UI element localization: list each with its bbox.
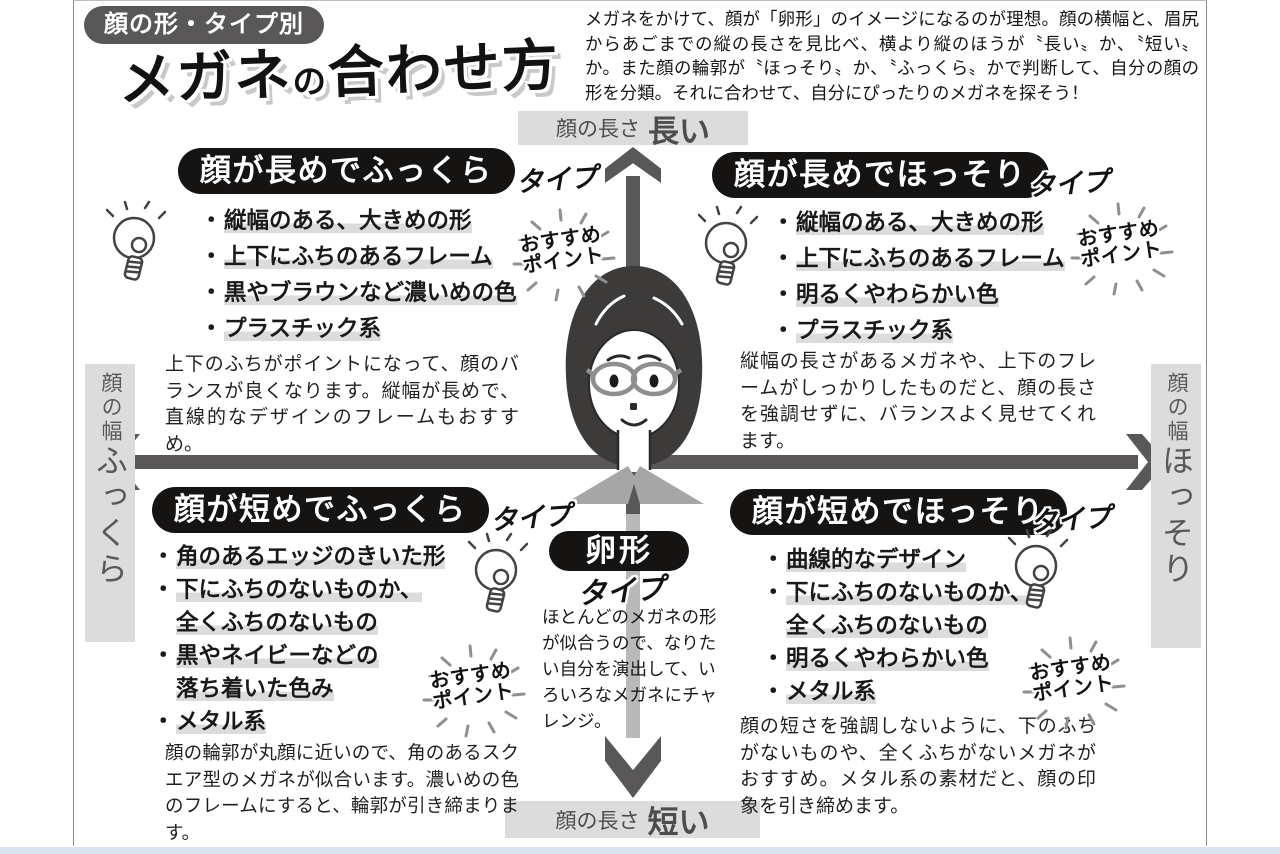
bullet-marker: ・ (152, 643, 175, 668)
bullet-text: 黒やブラウンなど濃いめの色 (224, 280, 517, 305)
recommend-points-badge: おすすめポイント (1064, 198, 1176, 302)
recommend-points-badge: おすすめポイント (1016, 632, 1128, 736)
list-item: ・下にふちのないものか、 全くふちのないもの (152, 573, 474, 639)
lightbulb-idea-icon (105, 200, 167, 281)
sparkle-burst-icon (1022, 636, 1126, 730)
bullet-marker: ・ (200, 208, 223, 233)
list-item: ・プラスチック系 (772, 313, 1082, 349)
bullet-marker: ・ (152, 577, 175, 602)
glasses-icon (585, 361, 683, 397)
bullet-text: 上下にふちのあるフレーム (796, 246, 1065, 271)
bullet-text: メタル系 (786, 679, 877, 704)
axis-label-value: 短い (647, 805, 710, 840)
axis-label-face-width-plump: 顔の幅 ふっくら (85, 364, 135, 642)
quadrant-title-long-plump: 顔が長めでふっくら (178, 148, 515, 194)
list-item: ・プラスチック系 (200, 311, 548, 347)
sparkle-burst-icon (512, 208, 616, 302)
type-suffix-label: タイプ (515, 162, 599, 198)
axis-label-prefix: 顔の長さ (555, 809, 640, 833)
list-item: ・明るくやわらかい色 (762, 642, 1062, 675)
woman-with-glasses-illustration (564, 266, 704, 504)
bullet-marker: ・ (762, 679, 785, 704)
axis-label-face-width-slim: 顔の幅 ほっそり (1151, 364, 1201, 648)
bullet-text: 上下にふちのあるフレーム (224, 244, 493, 269)
bullet-marker: ・ (772, 210, 795, 235)
bullet-text: 黒やネイビーなどの 落ち着いた色み (176, 643, 379, 701)
bullet-marker: ・ (762, 580, 785, 605)
page-title: メガネの合わせ方 (117, 20, 561, 116)
quadrant-title-short-plump: 顔が短めでふっくら (152, 487, 489, 533)
title-part2: 合わせ方 (326, 33, 561, 105)
bullet-list-short-plump: ・角のあるエッジのきいた形 ・下にふちのないものか、 全くふちのないもの ・黒や… (152, 540, 474, 738)
bullet-marker: ・ (762, 646, 785, 671)
bullet-text: メタル系 (176, 709, 267, 734)
lightbulb-idea-icon (1007, 528, 1069, 609)
list-item: ・メタル系 (762, 675, 1062, 708)
description-long-plump: 上下のふちがポイントになって、顔のバランスが良くなります。縦幅が長めで、直線的な… (165, 354, 519, 455)
bullet-list-long-plump: ・縦幅のある、大きめの形 ・上下にふちのあるフレーム ・黒やブラウンなど濃いめの… (200, 203, 548, 347)
bullet-marker: ・ (772, 246, 795, 271)
bullet-marker: ・ (772, 318, 795, 343)
description-short-plump: 顔の輪郭が丸顔に近いので、角のあるスクエア型のメガネが似合います。濃いめの色のフ… (165, 742, 519, 843)
bullet-marker: ・ (762, 547, 785, 572)
egg-type-pill: 卵形 (549, 531, 689, 571)
list-item: ・メタル系 (152, 705, 474, 738)
egg-type-description: ほとんどのメガネの形が似合うので、なりたい自分を演出して、いろいろなメガネにチャ… (542, 607, 717, 731)
bullet-text: プラスチック系 (224, 316, 382, 341)
bullet-list-short-slim: ・曲線的なデザイン ・下にふちのないものか、 全くふちのないもの ・明るくやわら… (762, 543, 1062, 708)
bullet-text: 明るくやわらかい色 (796, 282, 999, 307)
bullet-text: 角のあるエッジのきいた形 (176, 544, 446, 569)
list-item: ・下にふちのないものか、 全くふちのないもの (762, 576, 1062, 642)
intro-paragraph: メガネをかけて、顔が「卵形」のイメージになるのが理想。顔の横幅と、眉尻からあごま… (585, 9, 1199, 103)
content-frame (73, 0, 1207, 846)
lightbulb-idea-icon (467, 532, 529, 613)
axis-label-value: ふっくら (92, 444, 128, 588)
bullet-text: 縦幅のある、大きめの形 (224, 208, 472, 233)
sparkle-burst-icon (1070, 202, 1174, 296)
list-item: ・黒やブラウンなど濃いめの色 (200, 275, 548, 311)
list-item: ・明るくやわらかい色 (772, 277, 1082, 313)
bullet-marker: ・ (772, 282, 795, 307)
quadrant-title-long-slim: 顔が長めでほっそり (712, 152, 1049, 198)
list-item: ・黒やネイビーなどの 落ち着いた色み (152, 639, 474, 705)
axis-label-prefix: 顔の幅 (1165, 372, 1188, 444)
header-badge: 顔の形・タイプ別 (84, 6, 324, 44)
list-item: ・曲線的なデザイン (762, 543, 1062, 576)
bullet-marker: ・ (200, 316, 223, 341)
quadrant-title-short-slim: 顔が短めでほっそり (730, 489, 1067, 535)
description-long-slim: 縦幅の長さがあるメガネや、上下のフレームがしっかりしたものだと、顔の長さを強調せ… (740, 351, 1096, 452)
bullet-text: 下にふちのないものか、 全くふちのないもの (786, 580, 1033, 638)
axis-label-value: 長い (648, 113, 710, 149)
bullet-text: プラスチック系 (796, 318, 954, 343)
list-item: ・上下にふちのあるフレーム (772, 241, 1082, 277)
sparkle-burst-icon (422, 644, 526, 738)
bullet-text: 下にふちのないものか、 全くふちのないもの (176, 577, 423, 635)
list-item: ・上下にふちのあるフレーム (200, 239, 548, 275)
bullet-text: 曲線的なデザイン (786, 547, 967, 572)
list-item: ・縦幅のある、大きめの形 (772, 205, 1082, 241)
recommend-points-badge: おすすめポイント (506, 204, 618, 308)
axis-label-face-length-long: 顔の長さ 長い (518, 111, 748, 149)
axis-label-prefix: 顔の幅 (99, 372, 122, 444)
recommend-points-badge: おすすめポイント (416, 640, 528, 744)
description-short-slim: 顔の短さを強調しないように、下のふちがないものや、全くふちがないメガネがおすすめ… (740, 716, 1096, 817)
axis-label-prefix: 顔の長さ (556, 118, 640, 141)
bullet-marker: ・ (200, 280, 223, 305)
list-item: ・角のあるエッジのきいた形 (152, 540, 474, 573)
title-part1: メガネ (117, 42, 294, 112)
bullet-list-long-slim: ・縦幅のある、大きめの形 ・上下にふちのあるフレーム ・明るくやわらかい色 ・プ… (772, 205, 1082, 349)
bullet-text: 明るくやわらかい色 (786, 646, 989, 671)
title-particle: の (291, 63, 329, 102)
bullet-text: 縦幅のある、大きめの形 (796, 210, 1044, 235)
axis-label-value: ほっそり (1158, 444, 1194, 588)
list-item: ・縦幅のある、大きめの形 (200, 203, 548, 239)
bullet-marker: ・ (152, 544, 175, 569)
bottom-edge-strip (0, 847, 1280, 854)
bullet-marker: ・ (200, 244, 223, 269)
lightbulb-idea-icon (697, 205, 759, 286)
axis-label-face-length-short: 顔の長さ 短い (505, 801, 760, 840)
bullet-marker: ・ (152, 709, 175, 734)
